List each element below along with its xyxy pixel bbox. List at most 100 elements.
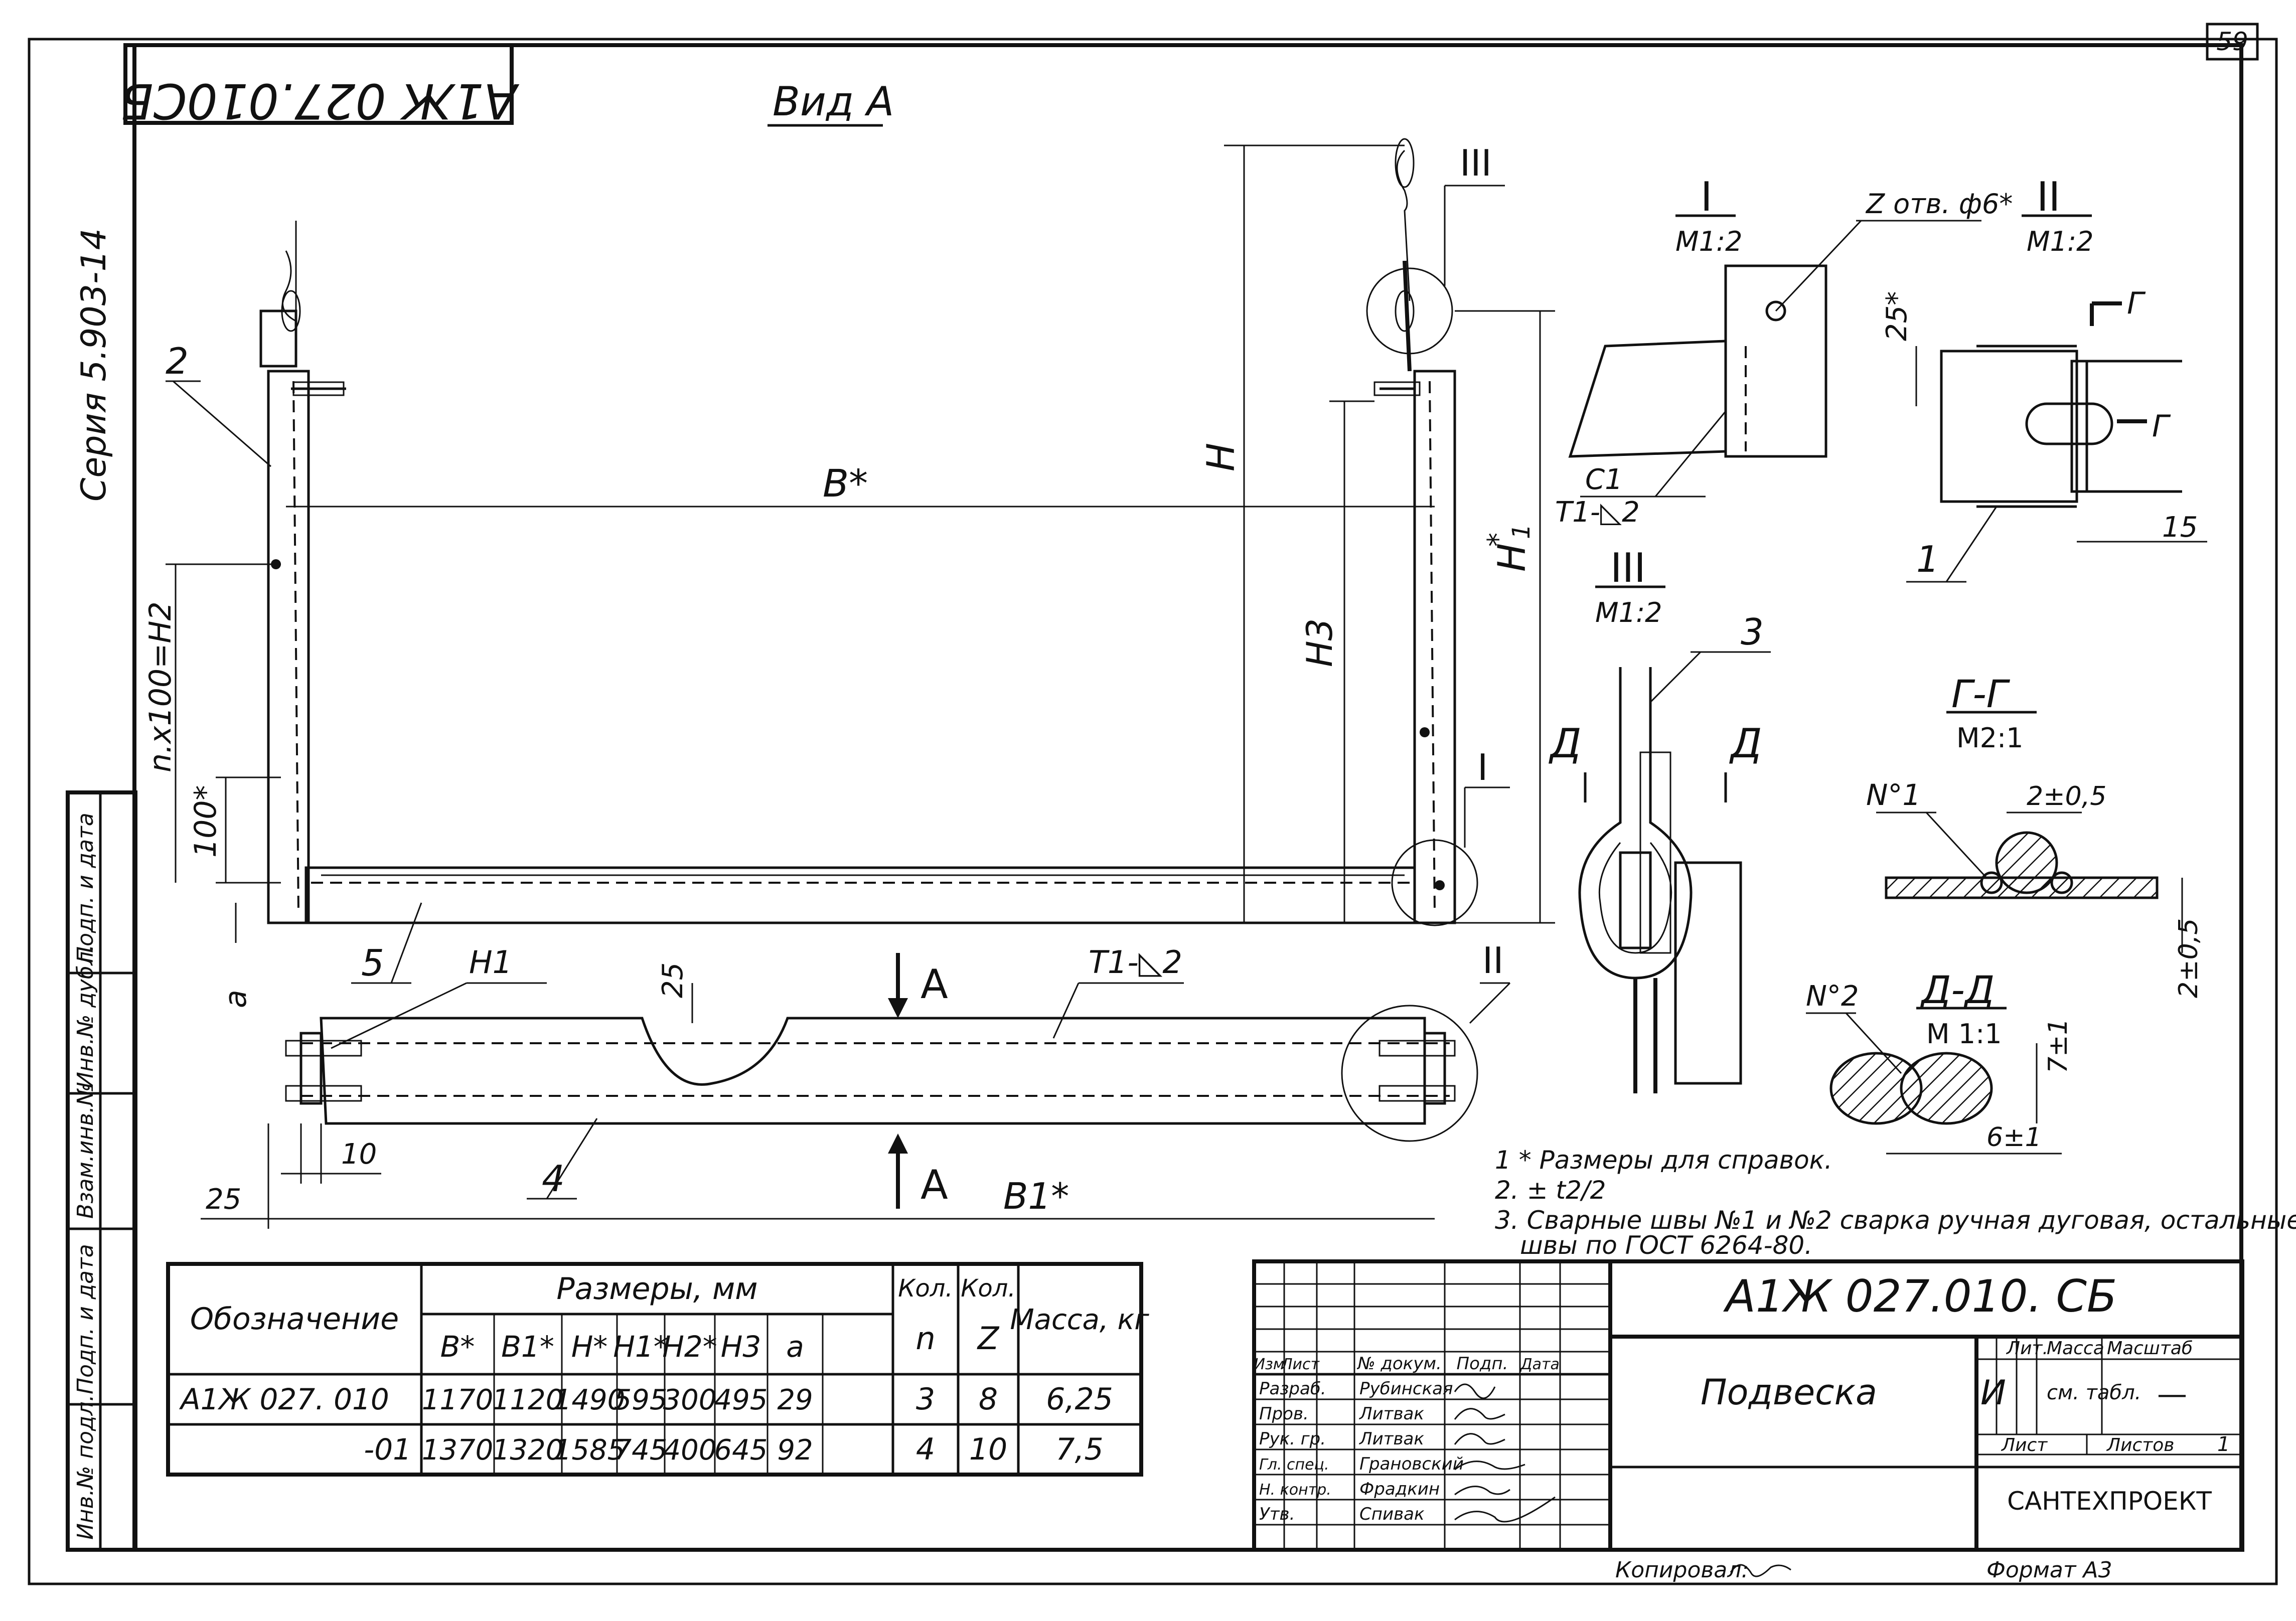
- tb-name-0: Рубинская: [1359, 1379, 1453, 1399]
- detail-ii-g-top: Г: [2127, 286, 2146, 321]
- tb-name: Подвеска: [1701, 1372, 1877, 1413]
- svg-text:*: *: [1482, 533, 1514, 547]
- row2-b: 1370: [422, 1434, 494, 1467]
- tb-col-dokum: № докум.: [1356, 1354, 1442, 1374]
- row2-b1: 1320: [492, 1434, 564, 1467]
- row1-b: 1170: [422, 1384, 494, 1416]
- dim-10: 10: [341, 1138, 377, 1171]
- strip-inv-podl: Инв.№ подл.: [73, 1394, 98, 1540]
- detail-iii-scale: М1:2: [1595, 597, 1662, 628]
- section-g-g: Г-Г М2:1 N°1 2±0,5 2±0,5: [1866, 672, 2204, 998]
- section-d-dim1: 7±1: [2043, 1018, 2073, 1073]
- table-dims-header: Размеры, мм: [556, 1271, 757, 1307]
- detail-iii-title: III: [1610, 545, 1646, 591]
- section-d-n2: N°2: [1806, 980, 1859, 1013]
- col-a: а: [786, 1330, 804, 1364]
- col-h1: Н1*: [613, 1330, 668, 1364]
- row2-h: 1585: [554, 1434, 626, 1467]
- dim-b: В*: [823, 461, 868, 506]
- dim-n100: n.x100=H2: [143, 601, 178, 772]
- detail-ii-title: II: [2037, 174, 2060, 220]
- tb-sheet-label: Лист: [2001, 1435, 2048, 1455]
- section-d-scale: М 1:1: [1926, 1018, 2002, 1050]
- tb-org: САНТЕХПРОЕКТ: [2007, 1487, 2212, 1516]
- signature-0: [1454, 1383, 1496, 1399]
- view-a-title: Вид А: [773, 78, 894, 125]
- row1-n: 3: [916, 1382, 935, 1417]
- tb-lit-header: Лит.: [2006, 1338, 2048, 1359]
- dim-h: Н: [1198, 443, 1243, 471]
- tb-doc-code: А1Ж 027.010. СБ: [1723, 1270, 2117, 1322]
- section-g-title: Г-Г: [1951, 672, 2011, 716]
- outer-frame: [28, 38, 2278, 1585]
- detail-iii-d-right: Д: [1729, 720, 1762, 767]
- stamp-code-box: [123, 43, 514, 125]
- row1-designation: А1Ж 027. 010: [179, 1382, 389, 1416]
- sheet-number-box: [2206, 23, 2259, 61]
- col-h2: Н2*: [662, 1330, 717, 1364]
- tb-mass-value: см. табл.: [2047, 1381, 2141, 1404]
- note-1: 1 * Размеры для справок.: [1495, 1146, 1832, 1175]
- tb-mass-header: Масса: [2047, 1338, 2104, 1359]
- detail-i-weld: Т1-◺2: [1555, 496, 1640, 529]
- tb-lit-value: И: [1980, 1373, 2006, 1413]
- row1-h1: 595: [614, 1384, 668, 1416]
- notes: 1 * Размеры для справок. 2. ± t2/2 3. Св…: [1495, 1146, 2296, 1260]
- section-g-n1: N°1: [1866, 778, 1921, 812]
- tb-sheets-label: Листов: [2106, 1435, 2174, 1455]
- col-h: Н*: [571, 1330, 608, 1364]
- note-4: швы по ГОСТ 6264-80.: [1520, 1231, 1812, 1260]
- strip-vzam-inv: Взам.инв.№: [73, 1083, 98, 1219]
- signature-5: [1454, 1496, 1556, 1523]
- section-a-bottom: А: [921, 1162, 948, 1208]
- col-kol-z-sub: Z: [977, 1320, 1000, 1357]
- copied-by: Копировал:: [1615, 1557, 1749, 1583]
- pos-1: 1: [1916, 538, 1939, 580]
- tb-sheets-value: 1: [2217, 1433, 2230, 1456]
- detail-i-c1: С1: [1585, 463, 1623, 496]
- row2-n: 4: [916, 1432, 935, 1467]
- detail-ii-g-right: Г: [2152, 409, 2171, 444]
- section-d-title: Д-Д: [1920, 967, 1995, 1012]
- row1-h3: 495: [714, 1384, 768, 1416]
- detail-iii-d-left: Д: [1549, 720, 1582, 767]
- tb-col-podp: Подп.: [1457, 1354, 1508, 1374]
- signature-3: [1454, 1461, 1525, 1471]
- svg-text:1: 1: [1507, 524, 1536, 539]
- detail-ii-dim25: 25*: [1881, 291, 1913, 341]
- pos-5: 5: [361, 942, 384, 984]
- tb-role-2: Рук. гр.: [1259, 1429, 1326, 1449]
- roman-i-main: I: [1477, 746, 1488, 788]
- sheet-number: 59: [2216, 27, 2248, 56]
- section-g-dim1: 2±0,5: [2027, 781, 2106, 812]
- tb-scale-value: —: [2157, 1377, 2187, 1412]
- col-kol-n-sub: n: [915, 1320, 935, 1357]
- tb-scale-header: Масштаб: [2107, 1338, 2193, 1359]
- col-mass: Масса, кг: [1010, 1304, 1149, 1336]
- col-h3: Н3: [721, 1330, 761, 1364]
- detail-ii-callout: [1341, 1005, 1478, 1142]
- detail-iii: III М1:2 3 Д Д: [1549, 545, 1771, 1093]
- copier-signature: [1730, 1564, 1791, 1577]
- row1-h2: 300: [663, 1384, 717, 1416]
- detail-i-scale: М1:2: [1675, 226, 1743, 257]
- row1-b1: 1120: [492, 1384, 564, 1416]
- roman-ii-main: II: [1482, 939, 1503, 982]
- detail-i-title: I: [1701, 174, 1713, 220]
- detail-i: I М1:2 Z отв. ф6* С1 Т1-◺2: [1555, 174, 2013, 529]
- plan-view: II А А Т1-◺2 Н1 25 4 10 25 B1*: [201, 939, 1511, 1229]
- series-label: Серия 5.903-14: [74, 228, 114, 502]
- weld-h1: Н1: [469, 944, 512, 981]
- dim-100: 100*: [188, 785, 223, 858]
- row2-z: 10: [969, 1432, 1007, 1467]
- tb-role-5: Утв.: [1259, 1504, 1295, 1524]
- detail-ii-dim15: 15: [2162, 511, 2198, 544]
- detail-ii-scale: М1:2: [2027, 226, 2094, 257]
- row1-a: 29: [777, 1384, 813, 1416]
- stamp-code: А1Ж 027.010СБ: [120, 73, 520, 129]
- detail-iii-callout: [1366, 267, 1453, 355]
- tb-role-1: Пров.: [1259, 1404, 1309, 1424]
- row1-z: 8: [979, 1382, 998, 1417]
- detail-i-holes: Z отв. ф6*: [1865, 188, 2013, 220]
